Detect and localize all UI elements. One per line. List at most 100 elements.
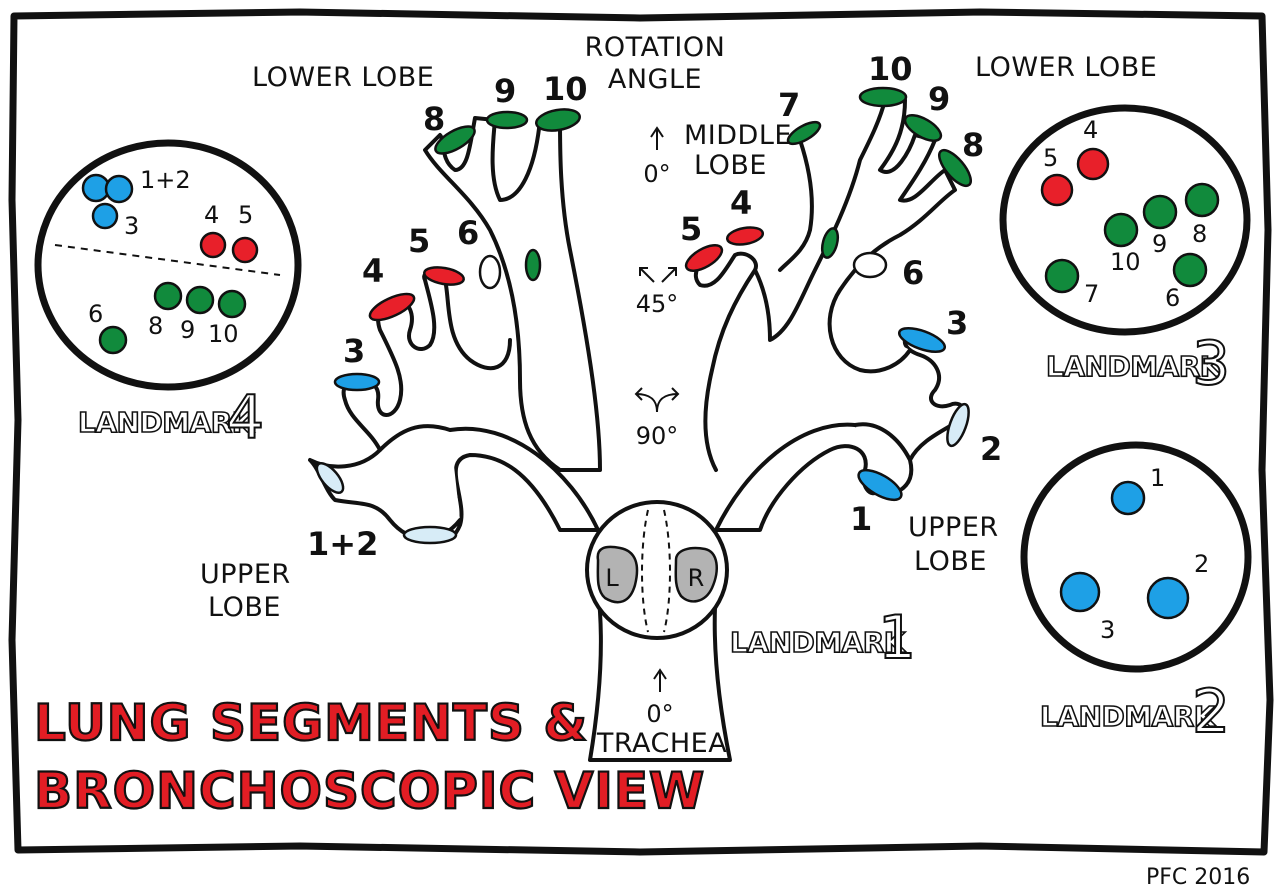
right-num-2: 2 [980, 430, 1002, 468]
carina-left-opening [596, 545, 639, 604]
right-num-7: 7 [778, 86, 800, 124]
left-upper-branches [308, 269, 512, 541]
tree-labels: ROTATION ANGLE LOWER LOBE LOWER LOBE MID… [200, 32, 1157, 759]
upper-lobe-right-label-1: UPPER [908, 512, 999, 543]
lm4-dot-3 [91, 202, 119, 230]
landmark-2-view: 1 2 3 LANDMARK 2 [1020, 441, 1252, 748]
trachea-label: TRACHEA [596, 728, 727, 759]
lm4-label-5: 5 [238, 201, 253, 229]
landmark-3-view: 4 5 8 9 10 7 6 LANDMARK 3 [999, 104, 1251, 400]
lm4-dot-4 [199, 231, 227, 259]
landmark-1-word: LANDMARK [730, 626, 907, 659]
right-segment-3-opening [897, 326, 947, 354]
landmark-4-word: LANDMARK [78, 406, 255, 439]
left-segment-green-side [524, 248, 542, 282]
upper-lobe-left-label-1: UPPER [200, 559, 291, 590]
landmark-4-number: 4 [226, 383, 264, 453]
lm3-dot-10 [1103, 212, 1139, 248]
lm4-label-10: 10 [208, 320, 239, 348]
upper-lobe-right-label-2: LOBE [914, 546, 987, 577]
title-line-2: BRONCHOSCOPIC VIEW [34, 762, 705, 820]
arrow-up-0-icon [650, 126, 664, 150]
lm4-label-1-2: 1+2 [140, 166, 191, 194]
lm3-label-5: 5 [1043, 144, 1058, 172]
left-num-4: 4 [362, 252, 384, 290]
bronchial-tree: L R [308, 98, 967, 762]
lm4-dot-8 [153, 281, 183, 311]
left-segment-4-opening [368, 292, 416, 322]
right-segment-7-opening [786, 120, 822, 146]
lm3-label-7: 7 [1084, 280, 1099, 308]
segment-openings [315, 86, 972, 545]
trachea-angle-label: 0° [646, 700, 673, 728]
lm3-dot-6 [1172, 252, 1208, 288]
landmark-2-circle [1020, 441, 1252, 673]
landmark-3-number: 3 [1192, 329, 1230, 399]
lm4-dot-6 [98, 325, 128, 355]
landmark-1-caption: LANDMARK 1 [729, 602, 917, 674]
lm2-label-3: 3 [1100, 616, 1115, 644]
left-num-1-2: 1+2 [307, 525, 378, 563]
lm3-dot-9 [1142, 194, 1178, 230]
rotation-angle-label-2: ANGLE [608, 64, 702, 95]
lm3-dot-7 [1044, 258, 1080, 294]
carina-dashed-line-1 [641, 509, 649, 633]
landmark-2-number: 2 [1192, 677, 1230, 747]
middle-lobe-label-1: MIDDLE [684, 120, 792, 151]
carina-right-opening [674, 546, 718, 603]
carina-right-label: R [688, 564, 705, 592]
right-segment-5-opening [684, 244, 724, 272]
right-num-1: 1 [850, 500, 872, 538]
right-segment-4-opening [725, 226, 765, 246]
arrow-split-45-icon [639, 267, 677, 283]
lm3-label-8: 8 [1192, 220, 1207, 248]
right-num-9: 9 [928, 80, 950, 118]
credit-text: PFC 2016 [1146, 865, 1250, 890]
lm4-dot-5 [231, 236, 259, 264]
left-segment-1-2-opening [315, 462, 345, 494]
lower-lobe-right-label: LOWER LOBE [975, 52, 1157, 83]
right-num-3: 3 [946, 304, 968, 342]
landmark-4-view: 1+2 3 4 5 6 8 9 10 LANDMARK 4 [34, 139, 302, 454]
lm4-dot-10 [217, 289, 247, 319]
lm3-dot-4 [1076, 147, 1110, 181]
left-segment-6-opening [478, 254, 502, 290]
lm3-dot-5 [1040, 173, 1074, 207]
lm4-label-8: 8 [148, 312, 163, 340]
angle-90-label: 90° [636, 422, 679, 450]
right-num-10: 10 [868, 50, 913, 88]
middle-lobe-label-2: LOBE [694, 150, 767, 181]
left-lower-trunk [423, 116, 602, 472]
left-segment-1-2-opening-b [402, 525, 458, 545]
lm4-label-3: 3 [124, 212, 139, 240]
left-tree-numbers: 8 9 10 6 5 4 3 1+2 [307, 70, 588, 563]
lm4-label-9: 9 [180, 316, 195, 344]
lm2-label-2: 2 [1194, 550, 1209, 578]
right-segment-1-opening [857, 468, 903, 502]
right-num-6: 6 [902, 254, 924, 292]
lm3-label-10: 10 [1110, 248, 1141, 276]
left-segment-3-opening [333, 372, 381, 392]
lm2-dot-3 [1059, 571, 1101, 613]
right-segment-10-opening [858, 86, 908, 108]
carina-view-circle [585, 500, 729, 640]
right-segment-2-opening [946, 402, 970, 448]
landmark-1-number: 1 [878, 603, 916, 673]
lm2-label-1: 1 [1150, 464, 1165, 492]
lm3-dot-8 [1184, 182, 1220, 218]
carina-dashed-line-2 [663, 509, 671, 633]
sketch-frame [8, 8, 1274, 856]
right-segment-green-side [820, 227, 840, 259]
left-num-8: 8 [423, 100, 445, 138]
left-segment-5-opening [423, 266, 465, 286]
right-num-8: 8 [962, 126, 984, 164]
lm4-dot-9 [185, 285, 215, 315]
lm2-dot-1 [1110, 480, 1146, 516]
left-num-3: 3 [343, 332, 365, 370]
right-num-4: 4 [730, 184, 752, 222]
right-segment-6-opening [852, 251, 888, 279]
left-num-5: 5 [408, 222, 430, 260]
lm3-label-6: 6 [1165, 284, 1180, 312]
lm4-label-6: 6 [88, 300, 103, 328]
